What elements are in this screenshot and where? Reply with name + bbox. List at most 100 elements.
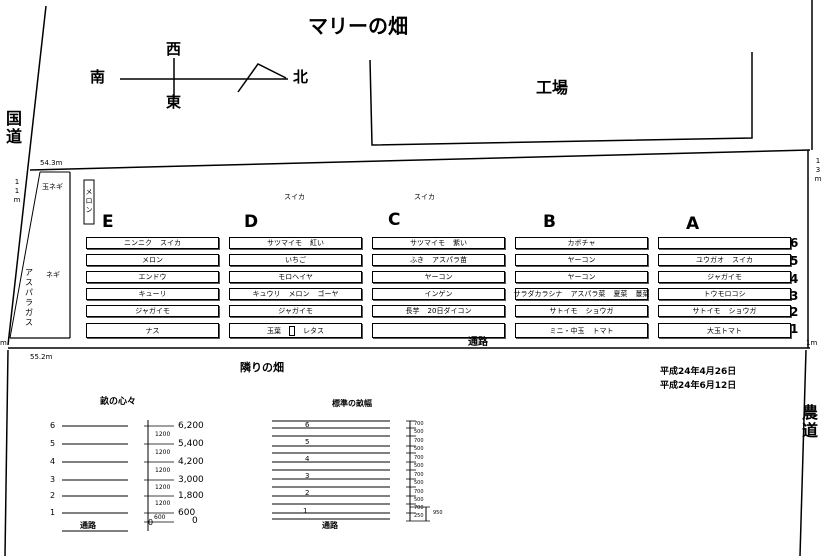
- right-bottom-measure: 1m: [806, 339, 818, 347]
- bed-a-2: サトイモショウガ: [658, 305, 791, 317]
- left-bottom-m: m: [0, 339, 7, 347]
- ridge-heart-bottom-600: 600: [154, 514, 166, 521]
- standard-width-measure: 700: [414, 421, 424, 427]
- column-header-d: D: [244, 212, 259, 232]
- standard-width-road: 通路: [322, 521, 338, 530]
- ridge-heart-value: 600: [178, 508, 196, 518]
- bed-e-5: メロン: [86, 254, 219, 266]
- bed-a-1: 大玉トマト: [658, 323, 791, 338]
- column-header-b: B: [543, 212, 556, 232]
- bed-crop-label: アスパラ菜: [570, 290, 606, 298]
- standard-width-row-2: 2: [305, 489, 310, 497]
- bed-b-3: サラダカラシナアスパラ菜夏菜蔓菜: [513, 288, 649, 300]
- tamanegi-label: 玉ネギ: [42, 183, 63, 191]
- row-number-6: 6: [790, 236, 799, 250]
- ridge-heart-road: 通路: [80, 521, 96, 530]
- bed-e-1: ナス: [86, 323, 219, 338]
- bed-b-4: ヤーコン: [515, 271, 648, 283]
- suika-label-1: スイカ: [284, 193, 305, 201]
- bed-crop-label: レタス: [303, 326, 324, 335]
- bed-a-4: ジャガイモ: [658, 271, 791, 283]
- bed-b-2: サトイモショウガ: [515, 305, 648, 317]
- bed-crop-label: いちご: [285, 256, 306, 264]
- ridge-heart-value: 3,000: [178, 475, 204, 485]
- ridge-heart-spacing: 1200: [155, 431, 171, 438]
- bed-b-6: カボチャ: [515, 237, 648, 249]
- national-road-label: 国道: [6, 109, 23, 146]
- standard-width-measure: 500: [414, 497, 424, 503]
- bed-crop-label: メロン: [288, 290, 310, 298]
- bed-c-1: [372, 323, 505, 338]
- negi-label: ネギ: [46, 271, 60, 279]
- bed-crop-label: ショウガ: [728, 307, 757, 315]
- bed-crop-label: サトイモ: [549, 307, 578, 315]
- ridge-heart-value: 6,200: [178, 421, 204, 431]
- ridge-heart-value: 5,400: [178, 439, 204, 449]
- bed-a-5: ユウガオスイカ: [658, 254, 791, 266]
- bed-c-3: インゲン: [372, 288, 505, 300]
- bed-crop-label: ショウガ: [585, 307, 614, 315]
- standard-width-measure: 500: [414, 480, 424, 486]
- ridge-heart-spacing: 1200: [155, 467, 171, 474]
- bed-crop-label: スイカ: [732, 256, 753, 264]
- standard-width-measure: 700: [414, 438, 424, 444]
- bed-crop-label: 紅い: [310, 239, 324, 247]
- ridge-heart-spacing: 1200: [155, 500, 171, 507]
- bed-d-6: サツマイモ紅い: [229, 237, 362, 249]
- bed-crop-label: ゴーヤ: [317, 290, 339, 298]
- ridge-heart-row-2: 2: [50, 491, 56, 500]
- bed-crop-label: ニンニク: [124, 239, 152, 247]
- bed-d-4: モロヘイヤ: [229, 271, 362, 283]
- bed-c-5: ふきアスパラ苗: [372, 254, 505, 266]
- standard-width-row-6: 6: [305, 421, 310, 429]
- row-number-5: 5: [790, 254, 799, 268]
- bed-crop-label: メロン: [142, 256, 163, 264]
- bed-crop-label: ヤーコン: [424, 273, 453, 281]
- standard-width-measure: 250: [414, 513, 424, 519]
- farm-road-label: 農道: [802, 403, 819, 440]
- bed-crop-label: 大玉トマト: [707, 326, 742, 335]
- bed-crop-label: サトイモ: [692, 307, 721, 315]
- ridge-heart-value: 1,800: [178, 491, 204, 501]
- top-measure: 54.3m: [40, 159, 63, 167]
- standard-width-row-3: 3: [305, 472, 310, 480]
- ridge-heart-title: 畝の心々: [100, 397, 137, 407]
- bed-crop-label: サツマイモ: [410, 239, 445, 247]
- bed-crop-label: キュウリ: [252, 290, 281, 298]
- bed-e-6: ニンニクスイカ: [86, 237, 219, 249]
- compass-north: 北: [293, 68, 309, 86]
- bed-crop-label: サラダカラシナ: [513, 290, 563, 298]
- standard-width-measure: 500: [414, 463, 424, 469]
- bed-crop-label: ジャガイモ: [278, 307, 313, 315]
- bed-d-5: いちご: [229, 254, 362, 266]
- compass-west: 西: [166, 40, 182, 58]
- bed-c-6: サツマイモ紫い: [372, 237, 505, 249]
- bed-c-2: 長芋 20日ダイコン: [372, 305, 505, 317]
- row-number-1: 1: [790, 322, 799, 336]
- compass-south: 南: [90, 68, 106, 86]
- ridge-heart-spacing: 1200: [155, 449, 171, 456]
- column-header-a: A: [686, 214, 700, 234]
- ridge-heart-zero: 0: [148, 518, 154, 527]
- standard-width-title: 標準の畝幅: [332, 399, 372, 408]
- bed-c-4: ヤーコン: [372, 271, 505, 283]
- ridge-heart-spacing: 1200: [155, 484, 171, 491]
- bed-b-1: ミニ・中玉トマト: [515, 323, 648, 338]
- bed-crop-label: サツマイモ: [267, 239, 302, 247]
- bed-e-4: エンドウ: [86, 271, 219, 283]
- bed-crop-label: トマト: [592, 326, 614, 335]
- row-number-3: 3: [790, 289, 799, 303]
- standard-width-extra: 950: [433, 510, 443, 516]
- bed-a-3: トウモロコシ: [658, 288, 791, 300]
- suika-label-2: スイカ: [414, 193, 435, 201]
- standard-width-row-4: 4: [305, 455, 310, 463]
- ridge-heart-value: 4,200: [178, 457, 204, 467]
- standard-width-measure: 700: [414, 505, 424, 511]
- bed-crop-label: 20日ダイコン: [427, 307, 472, 315]
- bed-crop-label: 長芋: [405, 307, 420, 315]
- bed-crop-label: キューリ: [138, 290, 167, 298]
- bed-crop-label: ミニ・中玉: [549, 326, 585, 335]
- bed-e-3: キューリ: [86, 288, 219, 300]
- standard-width-measure: 500: [414, 429, 424, 435]
